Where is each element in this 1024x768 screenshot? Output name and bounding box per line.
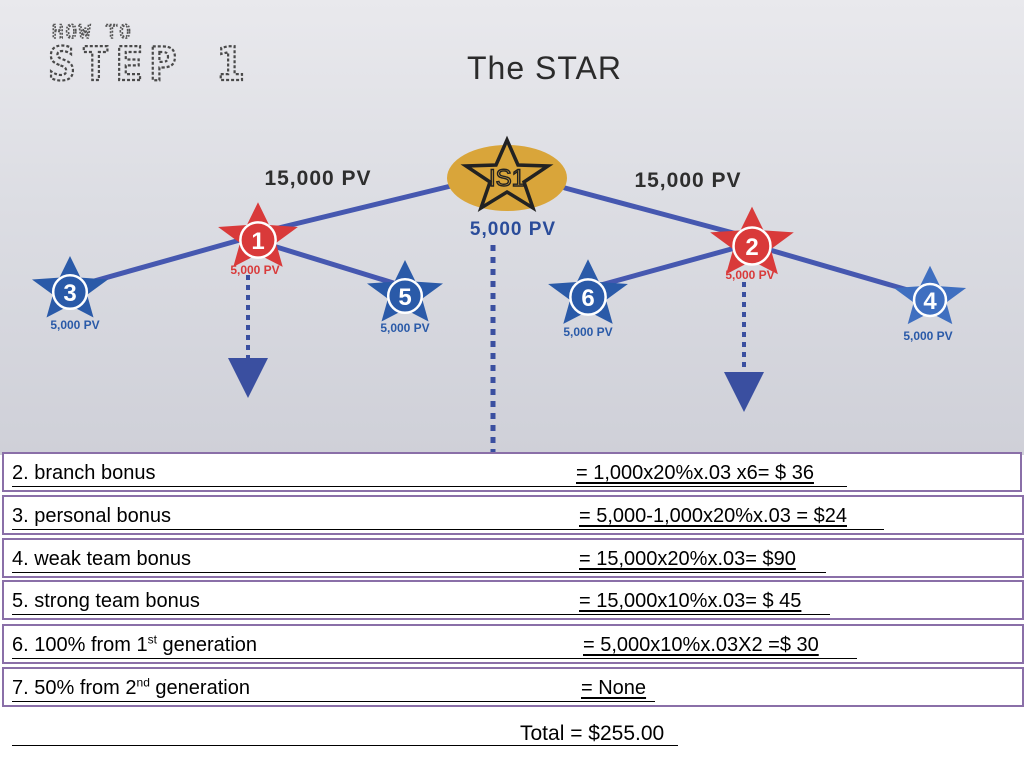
star-pv: 5,000 PV [380,321,429,335]
star-node-1: 1 5,000 PV [218,202,298,277]
bonus-row-value: = 5,000-1,000x20%x.03 = $24 [579,505,847,527]
left-branch-pv: 15,000 PV [264,167,371,190]
bonus-row-label: 5. strong team bonus [12,590,200,612]
star-number: 6 [581,285,594,312]
star-pv: 5,000 PV [903,329,952,343]
star-node-2: 2 5,000 PV [710,206,794,282]
bonus-row-value: = 1,000x20%x.03 x6= $ 36 [576,462,814,484]
bonus-row-value: = 15,000x10%x.03= $ 45 [579,590,802,612]
star-badge [569,278,607,316]
star-diagram: HOW TO STEP 1 The STAR IS1 5,000 PV 1 5,0… [32,20,967,455]
star-number: 4 [923,288,937,315]
bonus-row-label: 4. weak team bonus [12,548,191,570]
star-number: 2 [745,234,758,261]
bonus-row-strong-team: 5. strong team bonus = 15,000x10%x.03= $… [2,580,1024,620]
bonus-row-weak-team: 4. weak team bonus = 15,000x20%x.03= $90 [2,538,1024,578]
star-node-3: 3 5,000 PV [32,256,108,332]
total-underline [12,745,678,746]
bonus-row-label: 7. 50% from 2nd generation [12,675,250,699]
bonus-row-label: 6. 100% from 1st generation [12,632,258,656]
bonus-row-label: 3. personal bonus [12,505,172,527]
step-text: STEP 1 [48,37,250,91]
connector-lines [77,182,928,298]
total-value: Total = $255.00 [520,722,665,745]
bonus-row-first-generation: 6. 100% from 1st generation = 5,000x10%x… [2,624,1024,664]
center-pv: 5,000 PV [470,219,556,240]
star-pv: 5,000 PV [230,263,279,277]
star-badge [51,273,89,311]
bonus-row-branch: 2. branch bonus = 1,000x20%x.03 x6= $ 36 [2,452,1022,492]
star-node-4: 4 5,000 PV [893,265,967,343]
right-branch-pv: 15,000 PV [634,169,741,192]
star-badge [239,221,277,259]
bonus-row-value: = None [581,677,647,699]
star-badge [732,226,772,266]
star-number: 3 [63,280,76,307]
star-node-6: 6 5,000 PV [548,259,628,339]
bonus-row-personal: 3. personal bonus = 5,000-1,000x20%x.03 … [2,495,1024,535]
star-node-5: 5 5,000 PV [367,260,443,335]
star-diagram-photo: HOW TO STEP 1 The STAR IS1 5,000 PV 1 5,0… [0,0,1024,455]
star-number: 5 [398,284,411,311]
center-star-node: IS1 5,000 PV [447,135,567,240]
star-badge [912,282,948,318]
star-pv: 5,000 PV [50,318,99,332]
how-to-text: HOW TO [52,21,133,43]
star-badge [386,277,424,315]
center-star-label: IS1 [489,165,525,192]
bonus-row-value: = 5,000x10%x.03X2 =$ 30 [583,634,819,656]
star-number: 1 [251,228,264,255]
bonus-row-label: 2. branch bonus [12,462,156,484]
star-pv: 5,000 PV [725,268,774,282]
bonus-row-value: = 15,000x20%x.03= $90 [579,548,796,570]
title-text: The STAR [467,50,622,86]
star-pv: 5,000 PV [563,325,612,339]
bonus-row-second-generation: 7. 50% from 2nd generation = None [2,667,1024,707]
